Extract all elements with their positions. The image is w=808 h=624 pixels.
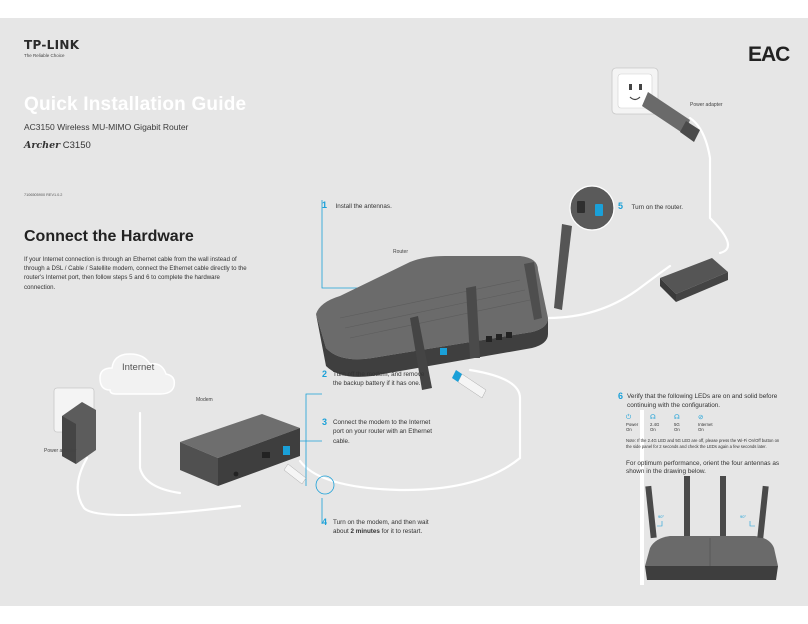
orientation-router [645, 476, 778, 580]
power-icon: ⏻ [626, 414, 632, 421]
step-number: 5 [618, 201, 624, 211]
step-3: 3 Connect the modem to the Internet port… [322, 417, 434, 446]
led-internet: ⊘ Internet On [698, 414, 728, 432]
step-4: 4 Turn on the modem, and then wait about… [322, 517, 440, 537]
led-2g: ☊ 2.4G On [650, 414, 680, 432]
page-title: Quick Installation Guide [24, 94, 247, 115]
led-name: 2.4G [650, 422, 660, 427]
modem-label: Modem [196, 397, 213, 403]
wifi-note: Note: If the 2.4G LED and 5G LED are off… [626, 438, 780, 450]
led-state: On [698, 427, 704, 432]
led-state: On [626, 427, 632, 432]
internet-label: Internet [122, 362, 155, 373]
step-6: 6 Verify that the following LEDs are on … [618, 391, 788, 410]
router-ethernet-plug [452, 370, 487, 399]
document-code: 7106505900 REV1.0.2 [24, 193, 63, 197]
left-power-adapter [62, 402, 96, 464]
section-heading: Connect the Hardware [24, 228, 194, 245]
eac-mark: EAC [748, 43, 790, 66]
modem-ethernet-plug [283, 463, 307, 485]
step-number: 1 [322, 200, 328, 210]
led-power: ⏻ Power On [626, 414, 656, 432]
step-text: Turn on the modem, and then wait about 2… [333, 518, 440, 537]
step-text: Turn on the router. [631, 204, 684, 211]
router-device [316, 224, 572, 390]
hardware-illustration [53, 67, 778, 585]
orientation-note: For optimum performance, orient the four… [626, 460, 780, 475]
led-5g: ☊ 5G On [674, 414, 704, 432]
power-button-zoom [569, 185, 615, 231]
left-power-adapter-label: Power adapter [44, 448, 77, 454]
angle-label-right: 90° [740, 514, 747, 519]
modem-power-cable [76, 456, 242, 517]
step-number: 2 [322, 369, 328, 379]
internet-icon: ⊘ [698, 414, 704, 421]
step-1: 1 Install the antennas. [322, 195, 442, 213]
logo-tagline: The Reliable Choice [24, 53, 65, 58]
led-name: Power [626, 422, 639, 427]
guide-sheet: TP-LINK The Reliable Choice EAC Quick In… [0, 18, 808, 606]
led-state: On [674, 427, 680, 432]
step-text: Turn off the modem, and remove the backu… [333, 371, 425, 388]
step-5: 5 Turn on the router. [618, 196, 738, 214]
ethernet-cable [298, 368, 522, 492]
page-subtitle: AC3150 Wireless MU-MIMO Gigabit Router [24, 122, 189, 132]
wifi-24g-icon: ☊ [650, 414, 656, 421]
led-name: Internet [698, 422, 713, 427]
angle-label-left: 90° [658, 514, 665, 519]
led-state: On [650, 427, 656, 432]
router-label: Router [393, 249, 409, 255]
led-name: 5G [674, 422, 680, 427]
right-power-brick [660, 258, 728, 302]
step-text: Verify that the following LEDs are on an… [627, 393, 778, 409]
step-2: 2 Turn off the modem, and remove the bac… [322, 369, 434, 389]
step-text-pre: Turn on the modem, and then wait about [333, 519, 429, 536]
model-number: C3150 [62, 140, 91, 151]
step-number: 6 [618, 391, 624, 401]
step-text: Install the antennas. [335, 203, 392, 210]
section-intro: If your Internet connection is through a… [24, 256, 247, 291]
model-name: Archer C3150 [24, 140, 91, 151]
step-number: 3 [322, 417, 328, 427]
modem-device [180, 414, 300, 486]
right-power-plug [642, 92, 700, 142]
tp-link-logo: TP-LINK The Reliable Choice [24, 38, 79, 58]
led-indicator-list: ⏻ Power On ☊ 2.4G On ☊ 5G On ⊘ Internet … [626, 414, 766, 434]
internet-cloud [99, 353, 176, 395]
step-number: 4 [322, 517, 328, 527]
logo-wordmark: TP-LINK [24, 38, 80, 52]
right-power-adapter-label: Power adapter [690, 102, 723, 108]
router-power-cable [546, 264, 672, 320]
step-text: Connect the modem to the Internet port o… [333, 419, 433, 445]
step-text-bold: 2 minutes [350, 528, 380, 536]
step-text-post: for it to restart. [379, 528, 423, 536]
model-brand: Archer [24, 140, 61, 151]
wifi-5g-icon: ☊ [674, 414, 680, 421]
